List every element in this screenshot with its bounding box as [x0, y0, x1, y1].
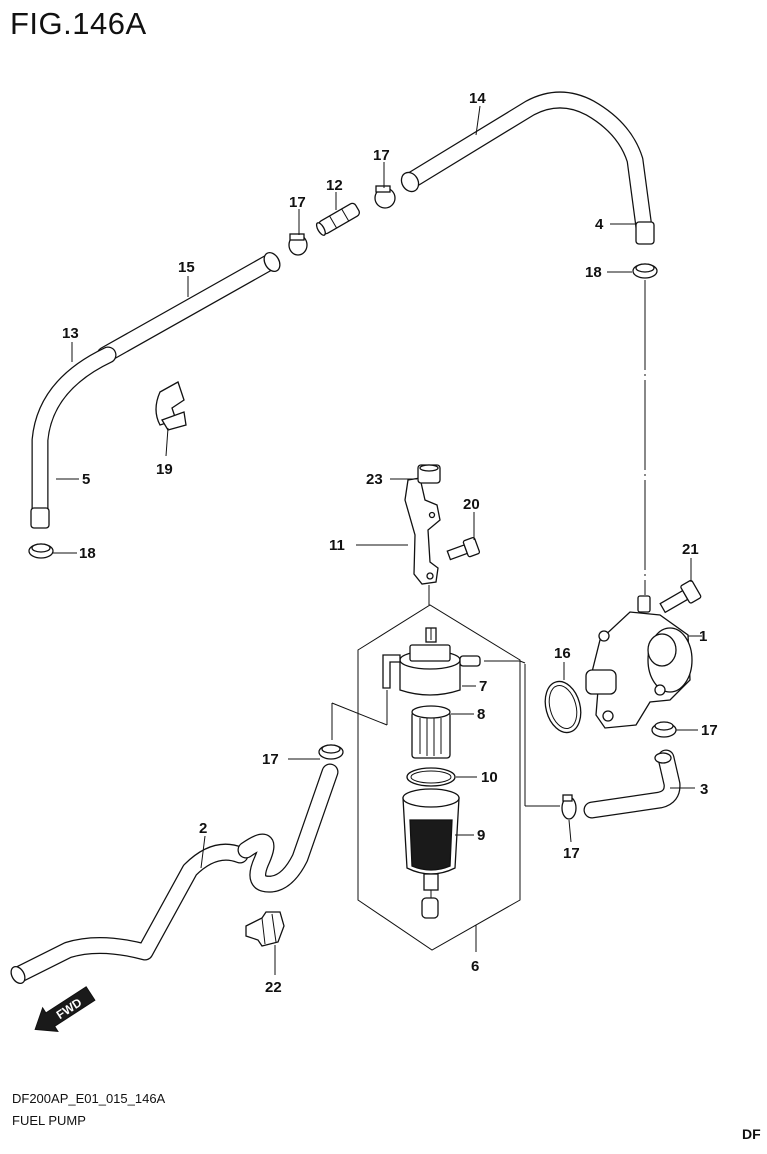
callout-9: 9 [477, 827, 485, 844]
callout-15: 15 [178, 259, 195, 276]
hose-3[interactable] [583, 749, 681, 819]
figure-title: FIG.146A [10, 6, 147, 41]
connector-12[interactable] [315, 202, 361, 237]
clip-17-pump[interactable] [651, 721, 677, 738]
callout-22: 22 [265, 979, 282, 996]
callout-7: 7 [479, 678, 487, 695]
callout-4: 4 [595, 216, 604, 233]
clamp-19[interactable] [155, 381, 187, 431]
callout-14: 14 [469, 90, 486, 107]
callout-17-top-right: 17 [373, 147, 390, 164]
callout-18-right: 18 [585, 264, 602, 281]
clamp-22[interactable] [245, 911, 285, 947]
gasket-16[interactable] [540, 677, 586, 736]
callout-18-left: 18 [79, 545, 96, 562]
diagram-code-cut: DF [742, 1126, 761, 1142]
callout-6: 6 [471, 958, 479, 975]
o-ring-10[interactable] [406, 767, 456, 787]
filter-element-8[interactable] [411, 705, 451, 759]
callout-13: 13 [62, 325, 79, 342]
callout-5: 5 [82, 471, 90, 488]
callout-17-top-left: 17 [289, 194, 306, 211]
clip-17-hose3[interactable] [561, 794, 577, 820]
callout-2: 2 [199, 820, 207, 837]
callout-19: 19 [156, 461, 173, 478]
callout-10: 10 [481, 769, 498, 786]
hose-13[interactable] [30, 346, 117, 529]
fuel-pump-1[interactable] [585, 595, 693, 729]
bolt-20[interactable] [446, 537, 481, 563]
diagram-name: FUEL PUMP [12, 1113, 86, 1128]
clip-17-top-right[interactable] [374, 185, 396, 209]
clip-17-left[interactable] [318, 744, 344, 760]
callout-17-pump: 17 [701, 722, 718, 739]
bolt-21[interactable] [658, 579, 702, 617]
callout-23: 23 [366, 471, 383, 488]
clip-17-top-left[interactable] [288, 233, 308, 256]
callout-16: 16 [554, 645, 571, 662]
callout-3: 3 [700, 781, 708, 798]
callout-20: 20 [463, 496, 480, 513]
callout-12: 12 [326, 177, 343, 194]
hose-14[interactable] [398, 91, 655, 245]
diagram-code: DF200AP_E01_015_146A [12, 1091, 166, 1106]
nut-23[interactable] [417, 464, 441, 484]
filter-case-9[interactable] [402, 788, 460, 919]
callout-17-hose3: 17 [563, 845, 580, 862]
callout-11: 11 [329, 537, 345, 554]
hose-2[interactable] [8, 763, 339, 986]
clip-18-left[interactable] [28, 543, 54, 559]
callout-21: 21 [682, 541, 699, 558]
clip-18-right[interactable] [632, 263, 658, 279]
leader-lines [52, 105, 702, 975]
bracket-11[interactable] [404, 477, 441, 585]
hose-15[interactable] [96, 250, 283, 364]
filter-cap-7[interactable] [382, 627, 481, 696]
callout-1: 1 [699, 628, 707, 645]
callout-8: 8 [477, 706, 485, 723]
guide-lines [331, 280, 646, 807]
filter-assembly-6[interactable] [357, 604, 521, 951]
callouts: 1 2 3 4 5 6 7 8 9 10 11 12 13 14 15 16 1… [62, 90, 718, 996]
callout-17-left: 17 [262, 751, 279, 768]
fwd-arrow-icon: FWD [34, 986, 96, 1032]
